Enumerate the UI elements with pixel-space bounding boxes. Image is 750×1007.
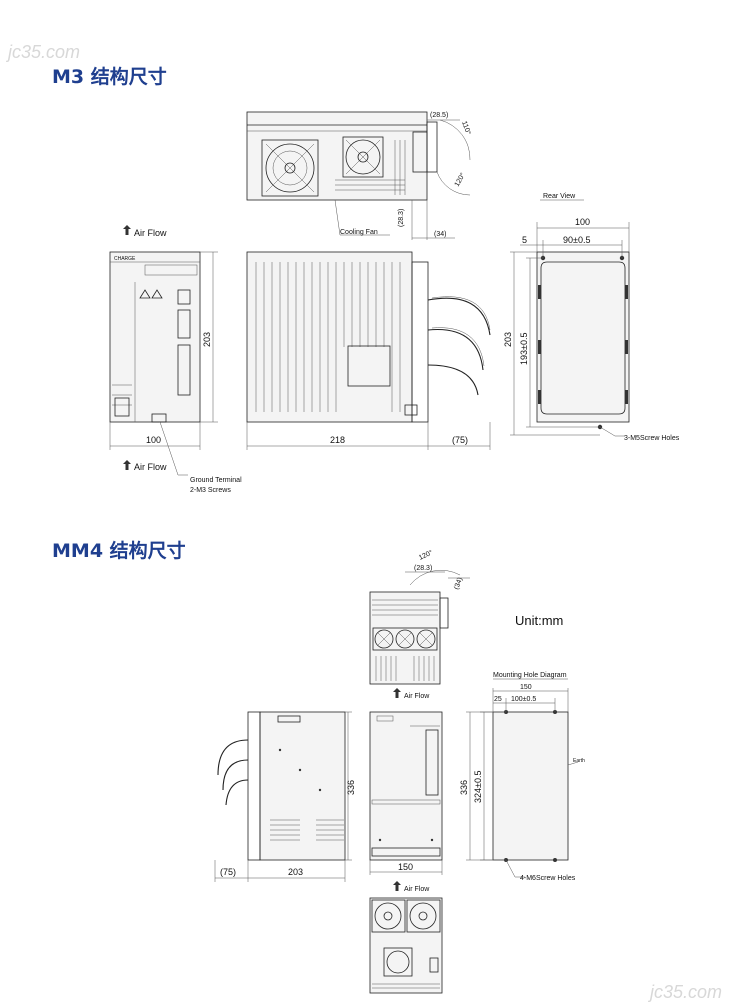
m3-dim-75: (75) (452, 435, 468, 445)
mm4-dim-100: 100±0.5 (511, 696, 536, 703)
m3-dim-120-deg: 120° (453, 171, 467, 188)
m3-dim-100-rear: 100 (575, 217, 590, 227)
mm4-air-flow-bottom-label: Air Flow (404, 886, 430, 893)
watermark-top: jc35.com (5, 42, 80, 62)
mm4-air-flow-top-label: Air Flow (404, 693, 430, 700)
m3-section-title: M3 结构尺寸 (52, 66, 167, 88)
m3-air-flow-up-arrow-bottom-icon (123, 460, 131, 470)
m3-air-flow-bottom-label: Air Flow (134, 462, 167, 472)
m3-charge-label: CHARGE (114, 256, 136, 262)
m3-rear-view: Rear View 100 5 90±0.5 203 193±0.5 3-M5S… (503, 193, 680, 442)
m3-dim-34: (34) (434, 231, 446, 238)
m3-dim-218: 218 (330, 435, 345, 445)
mm4-air-flow-up-arrow-icon (393, 688, 401, 698)
mm4-dim-34: (34) (453, 577, 464, 591)
mm4-dim-150-mount: 150 (520, 684, 532, 691)
mm4-mounting-hole-diagram: Mounting Hole Diagram Earth 150 25 100±0… (459, 672, 585, 882)
m3-dim-28-5: (28.5) (430, 112, 448, 119)
m3-rear-view-label: Rear View (543, 193, 576, 200)
mm4-air-flow-up-arrow-bottom-icon (393, 881, 401, 891)
m3-dim-28-3: (28.3) (398, 209, 405, 227)
m3-dim-193: 193±0.5 (519, 333, 529, 365)
m3-cooling-fan-label: Cooling Fan (340, 229, 378, 236)
m3-dim-100-front: 100 (146, 435, 161, 445)
m3-side-view: 218 (75) (246, 251, 491, 450)
mm4-dim-150-front: 150 (398, 862, 413, 872)
m3-dim-203-front: 203 (202, 332, 212, 347)
m3-screw-holes-label: 3-M5Screw Holes (624, 435, 680, 442)
mm4-mounting-hole-diagram-label: Mounting Hole Diagram (493, 672, 567, 679)
mm4-dim-120-deg: 120° (417, 548, 434, 561)
mm4-bottom-view (369, 897, 443, 994)
watermark-bottom: jc35.com (647, 982, 722, 1002)
m3-ground-terminal-label: Ground Terminal (190, 477, 242, 484)
mm4-dim-28-3: (28.3) (414, 565, 432, 572)
mm4-dim-25: 25 (494, 696, 502, 703)
mm4-dim-324: 324±0.5 (473, 771, 483, 803)
mm4-dim-75: (75) (220, 867, 236, 877)
m3-dim-5: 5 (522, 235, 527, 245)
mm4-dim-203: 203 (288, 867, 303, 877)
m3-dim-110-deg: 110° (460, 120, 472, 136)
mm4-screw-holes-label: 4-M6Screw Holes (520, 875, 576, 882)
m3-top-view: Cooling Fan (28.5) 110° 120° (28.3) (34) (246, 111, 472, 240)
m3-front-view: Air Flow CHARGE 203 100 Air Flow Ground … (109, 225, 242, 494)
mm4-top-view: 120° (28.3) (34) Air Flow (369, 548, 470, 700)
m3-dim-203-rear: 203 (503, 332, 513, 347)
mm4-dim-336-mount: 336 (459, 780, 469, 795)
mm4-unit-label: Unit:mm (515, 613, 563, 628)
m3-air-flow-up-arrow-icon (123, 225, 131, 235)
mm4-side-view: 336 (75) 203 (214, 711, 356, 882)
m3-air-flow-top-label: Air Flow (134, 228, 167, 238)
mm4-front-view: 150 Air Flow (369, 711, 443, 893)
mm4-dim-336-side: 336 (346, 780, 356, 795)
mm4-section-title: MM4 结构尺寸 (52, 540, 186, 562)
svg-text:Earth: Earth (573, 758, 585, 764)
m3-ground-screws-label: 2-M3 Screws (190, 487, 231, 494)
m3-dim-90: 90±0.5 (563, 235, 590, 245)
